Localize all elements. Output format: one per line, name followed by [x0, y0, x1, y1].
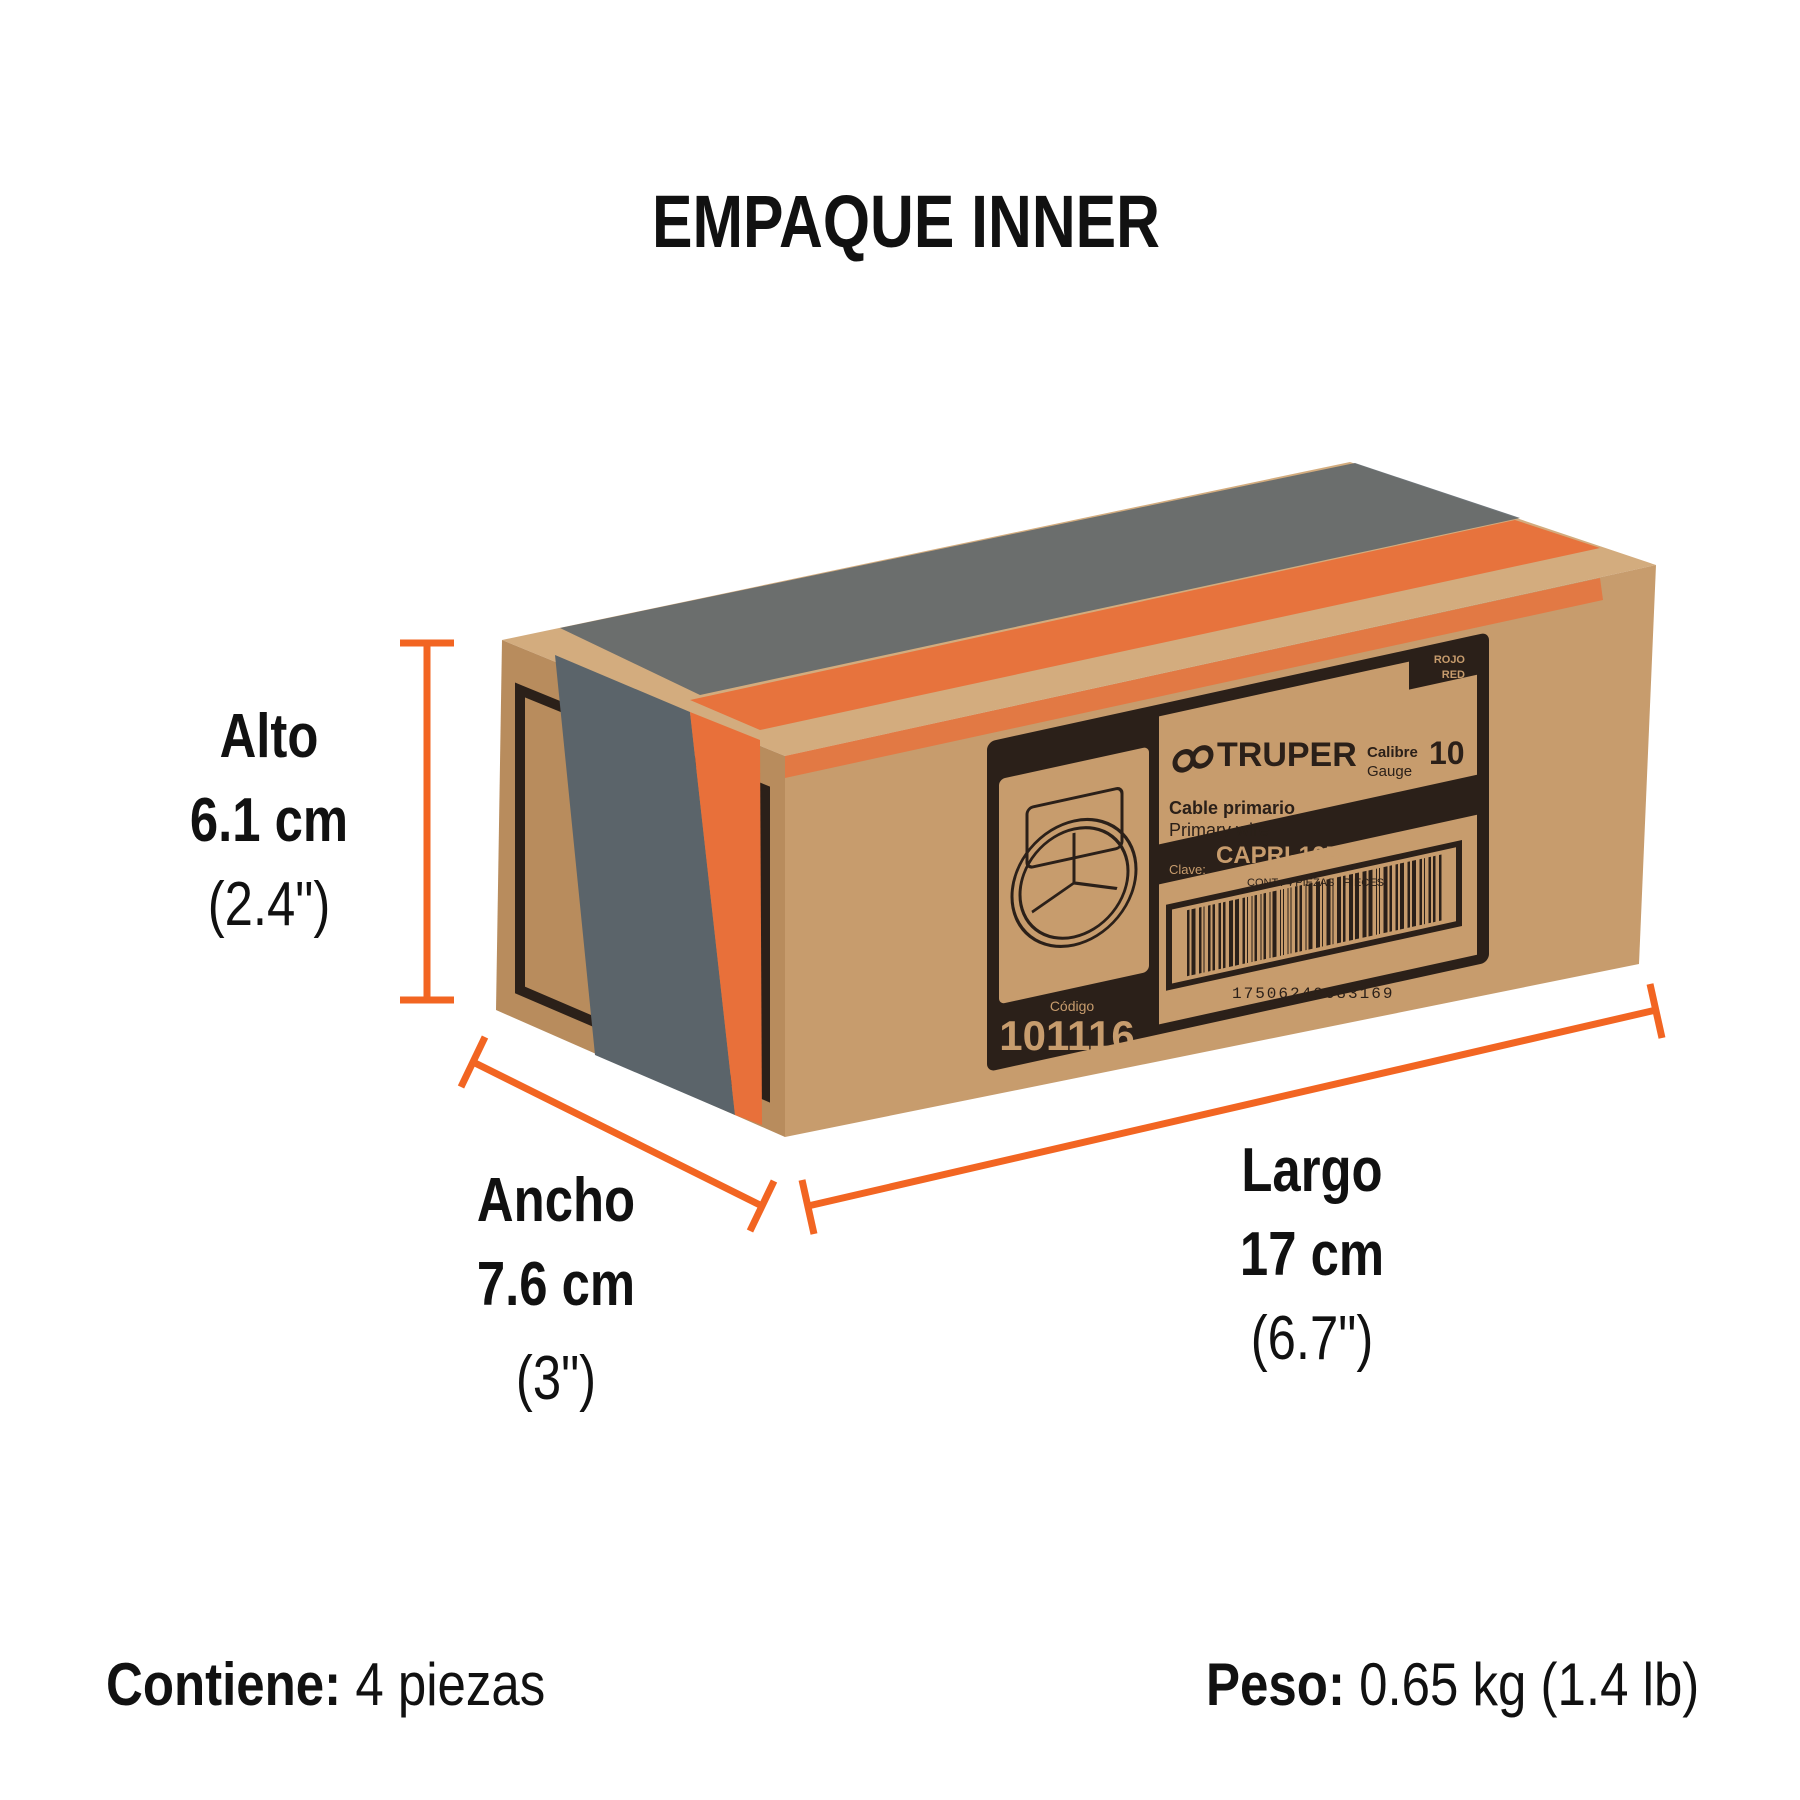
clave-value: CAPRI-10R: [1216, 842, 1343, 869]
barcode-bar: [1235, 898, 1239, 966]
barcode-bar: [1218, 902, 1221, 970]
barcode-bar: [1208, 905, 1211, 972]
barcode-bar: [1376, 868, 1377, 935]
wire-spool-icon: [1010, 787, 1138, 948]
barcode-bar: [1383, 866, 1388, 934]
alto-metric: 6.1 cm: [189, 786, 349, 855]
barcode-bar: [1433, 855, 1436, 923]
barcode-bar: [1203, 906, 1205, 973]
product-label-text: Código 101116 ROJO RED TRUPER Cable prim…: [999, 654, 1465, 1059]
barcode-bar: [1263, 892, 1266, 960]
product-name-en: Primary wire: [1169, 820, 1269, 840]
largo-label: Largo: [1241, 1136, 1383, 1205]
barcode-bar: [1229, 900, 1233, 968]
color-en: RED: [1442, 669, 1465, 681]
gauge-value: 10: [1429, 735, 1465, 771]
barcode-bar: [1412, 860, 1416, 927]
largo-dimension-label: Largo 17 cm (6.7"): [1240, 1140, 1384, 1392]
largo-dimension-line: [798, 983, 1666, 1235]
barcode-bar: [1254, 894, 1257, 962]
tape-grey-end: [555, 655, 735, 1115]
ancho-imperial: (3"): [515, 1344, 597, 1413]
barcode-bar: [1260, 893, 1262, 961]
barcode-bar: [1251, 895, 1253, 963]
barcode-bar: [1223, 901, 1226, 969]
barcode-bar: [1287, 887, 1289, 955]
barcode-bar: [1368, 869, 1373, 937]
gauge-label-es: Calibre: [1367, 744, 1418, 761]
clave-label: Clave:: [1169, 862, 1206, 877]
barcode-bar: [1272, 890, 1277, 958]
codigo-label: Código: [1050, 998, 1095, 1014]
barcode-bar: [1424, 858, 1425, 925]
contents-text: CONT.: 4 PIEZAS / PIECES: [1247, 877, 1384, 889]
barcode-bar: [1439, 854, 1442, 922]
barcode-bar: [1280, 889, 1281, 956]
product-name-es: Cable primario: [1169, 798, 1295, 818]
truper-logo-icon: [1172, 745, 1214, 773]
largo-metric: 17 cm: [1239, 1220, 1385, 1289]
ancho-dimension-label: Ancho 7.6 cm (3"): [477, 1170, 635, 1432]
gauge-label-en: Gauge: [1367, 763, 1412, 780]
barcode-bar: [1349, 873, 1353, 941]
alto-dimension-label: Alto 6.1 cm (2.4"): [190, 706, 348, 958]
barcode-bar: [1283, 888, 1284, 956]
tape-orange-front: [785, 578, 1603, 778]
barcode-bar: [1326, 878, 1331, 946]
barcode-bar: [1316, 881, 1320, 948]
alto-imperial: (2.4"): [207, 870, 331, 939]
barcode-bar: [1247, 896, 1248, 964]
barcode-bar: [1269, 891, 1271, 959]
contents-label: Contiene:: [106, 1651, 342, 1718]
ancho-label: Ancho: [476, 1166, 636, 1235]
barcode: [1187, 854, 1442, 977]
barcode-bar: [1242, 897, 1245, 965]
contents-value: 4 piezas: [355, 1651, 546, 1718]
contents-info: Contiene: 4 piezas: [106, 1655, 545, 1715]
barcode-bar: [1355, 872, 1359, 940]
barcode-bar: [1362, 870, 1367, 938]
codigo-value: 101116: [999, 1012, 1135, 1059]
barcode-bar: [1337, 876, 1341, 944]
ancho-metric: 7.6 cm: [476, 1250, 636, 1319]
barcode-bar: [1305, 884, 1307, 951]
color-es: ROJO: [1434, 654, 1466, 666]
tape-orange-end: [690, 712, 762, 1125]
barcode-bar: [1400, 862, 1404, 930]
barcode-bar: [1428, 856, 1431, 924]
barcode-bar: [1395, 863, 1398, 931]
barcode-bar: [1379, 867, 1380, 935]
barcode-bar: [1187, 909, 1190, 977]
brand-name: TRUPER: [1217, 736, 1357, 774]
barcode-number: 17506240683169: [1232, 985, 1394, 1003]
barcode-bar: [1419, 858, 1422, 926]
largo-imperial: (6.7"): [1250, 1304, 1374, 1373]
tape-grey-top: [560, 463, 1520, 695]
barcode-bar: [1212, 904, 1215, 971]
barcode-bar: [1332, 878, 1334, 945]
tape-orange-top: [690, 520, 1600, 730]
barcode-bar: [1308, 882, 1313, 950]
weight-label: Peso:: [1205, 1651, 1345, 1718]
product-label: [987, 633, 1489, 1071]
ancho-dimension-line: [457, 1035, 778, 1233]
weight-info: Peso: 0.65 kg (1.4 lb): [1206, 1655, 1699, 1715]
alto-label: Alto: [219, 702, 319, 771]
barcode-bar: [1407, 861, 1410, 928]
barcode-bar: [1199, 907, 1202, 974]
barcode-bar: [1299, 885, 1302, 952]
barcode-bar: [1389, 865, 1392, 932]
barcode-bar: [1191, 908, 1196, 976]
barcode-bar: [1290, 887, 1292, 954]
alto-dimension-line: [400, 639, 454, 1004]
barcode-bar: [1343, 875, 1346, 943]
page-title: EMPAQUE INNER: [652, 180, 1160, 263]
barcode-bar: [1322, 880, 1323, 947]
barcode-bar: [1295, 886, 1298, 953]
weight-value: 0.65 kg (1.4 lb): [1358, 1651, 1699, 1718]
